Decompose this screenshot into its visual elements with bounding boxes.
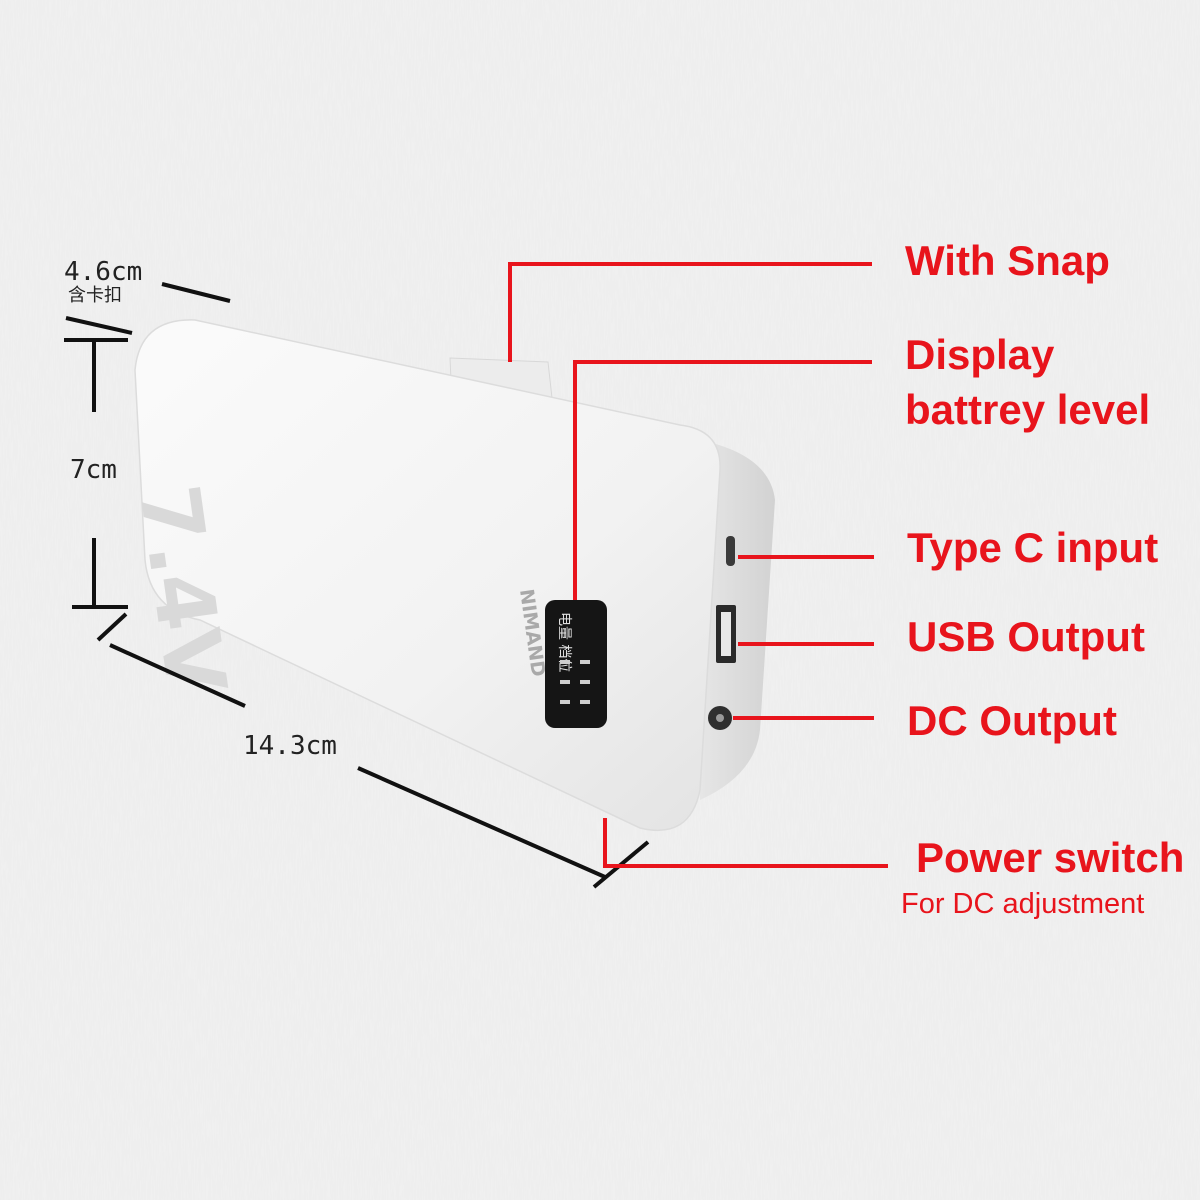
label-usb-output: USB Output — [907, 613, 1145, 660]
type-c-port — [726, 536, 735, 566]
callout-power — [603, 818, 888, 868]
display-segment — [580, 680, 590, 684]
length-tick-left — [96, 612, 128, 642]
label-battery-level: battrey level — [905, 386, 1151, 433]
label-with-snap: With Snap — [905, 237, 1110, 284]
dc-port-pin — [716, 714, 724, 722]
height-label: 7cm — [70, 455, 117, 485]
display-segment — [580, 700, 590, 704]
callout-snap — [508, 262, 872, 362]
dimension-lines — [64, 282, 650, 889]
label-dc-adjustment: For DC adjustment — [901, 888, 1145, 920]
battery-display: 电量 档位 — [545, 600, 607, 728]
depth-line — [161, 282, 231, 303]
depth-tick — [65, 316, 133, 335]
label-power-switch: Power switch — [916, 834, 1185, 881]
depth-label: 4.6cm — [64, 257, 143, 287]
usb-port-tongue — [721, 612, 731, 656]
display-segment — [580, 660, 590, 664]
display-label: 电量 档位 — [556, 612, 572, 672]
display-segment — [560, 680, 570, 684]
depth-note: 含卡扣 — [68, 285, 122, 306]
label-dc-output: DC Output — [907, 697, 1117, 744]
label-type-c-input: Type C input — [907, 524, 1159, 571]
display-window — [545, 600, 607, 728]
callout-lines — [508, 262, 888, 868]
length-line-left — [109, 643, 246, 708]
display-segment — [560, 700, 570, 704]
callout-display — [573, 360, 872, 600]
display-segment — [560, 660, 570, 664]
label-display: Display — [905, 331, 1055, 378]
length-line-right — [357, 766, 606, 879]
length-label: 14.3cm — [243, 731, 337, 761]
